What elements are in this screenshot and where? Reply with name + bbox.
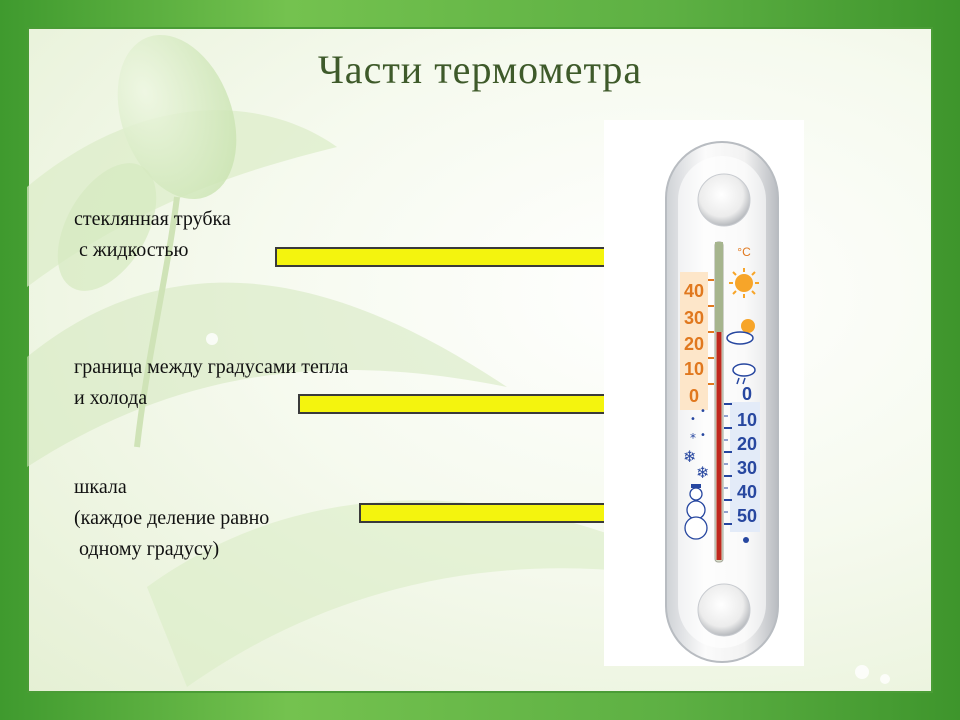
svg-text:•: • [700,430,706,441]
cold-scale: °C 0 10 20 30 40 50 [724,245,760,532]
label-glass-tube: стеклянная трубка с жидкостью [74,208,231,261]
snowflake-icon: • • * • ❄ ❄ [683,406,709,482]
warm-tick-label: 10 [684,359,704,379]
top-mount-knob [697,173,751,227]
warm-tick-label: 0 [689,386,699,406]
warm-tick-label: 20 [684,334,704,354]
snowman-icon [684,484,708,540]
cold-tick-label: 50 [737,506,757,526]
unit-label: °C [737,245,751,259]
cold-tick-label: 0 [742,384,752,404]
tube-top [715,242,723,332]
liquid-column [716,332,722,560]
svg-text:•: • [700,406,706,417]
svg-text:*: * [690,431,696,445]
leaf-background [27,34,890,687]
label-scale: шкала (каждое деление равно одному граду… [74,476,270,560]
label-zero-boundary: граница между градусами тепла и холода [74,356,349,409]
warm-scale: 40 30 20 10 0 [680,272,714,410]
svg-text:❄: ❄ [696,463,709,482]
sun-cloud-icon [726,319,755,345]
drop-icon [743,537,749,543]
cold-tick-label: 40 [737,482,757,502]
slide-title: Части термометра [317,47,643,92]
warm-tick-label: 30 [684,308,704,328]
svg-text:•: • [690,414,696,425]
thermometer: 40 30 20 10 0 °C 0 10 20 30 40 50 [665,141,779,663]
sun-icon [729,268,759,298]
cold-tick-label: 10 [737,410,757,430]
cold-tick-label: 20 [737,434,757,454]
rain-cloud-icon [732,363,756,385]
bottom-mount-knob [697,583,751,637]
warm-tick-label: 40 [684,281,704,301]
cold-tick-label: 30 [737,458,757,478]
svg-text:❄: ❄ [683,447,696,466]
